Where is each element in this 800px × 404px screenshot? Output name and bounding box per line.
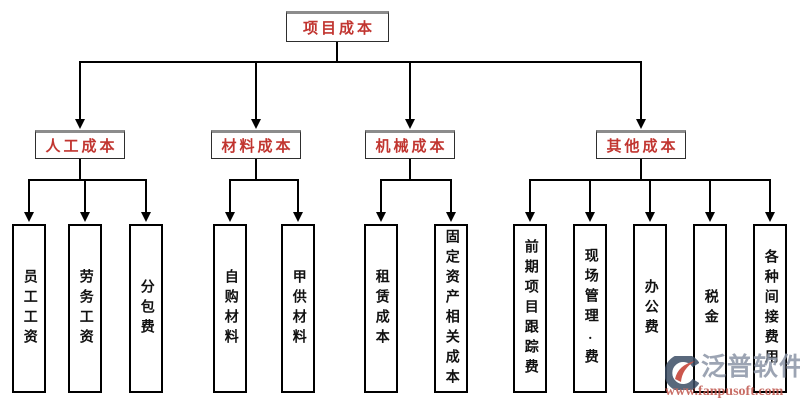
arrow-down-icon <box>24 212 34 222</box>
connector-line <box>381 179 452 181</box>
connector-line <box>409 61 411 119</box>
node-site-management-fee: 现场管理.费 <box>573 224 607 393</box>
connector-line <box>649 179 651 212</box>
connector-line <box>84 179 86 212</box>
arrow-down-icon <box>80 212 90 222</box>
arrow-down-icon <box>645 212 655 222</box>
connector-line <box>79 159 81 179</box>
node-labor-cost: 人工成本 <box>35 130 125 159</box>
node-material-cost: 材料成本 <box>211 130 301 159</box>
arrow-down-icon <box>405 119 415 129</box>
connector-line <box>255 61 257 119</box>
node-owner-supplied-materials: 甲供材料 <box>281 224 315 393</box>
node-label: 人工成本 <box>45 139 118 155</box>
node-label: 租赁成本 <box>373 268 389 349</box>
node-various-indirect-costs: 各种间接费用 <box>753 224 787 393</box>
node-labor-service-wages: 劳务工资 <box>68 224 102 393</box>
node-label: 前期项目跟踪费 <box>522 238 538 379</box>
arrow-down-icon <box>376 212 386 222</box>
node-other-cost: 其他成本 <box>596 130 686 159</box>
connector-line <box>409 159 411 179</box>
node-office-fee: 办公费 <box>633 224 667 393</box>
node-label: 项目成本 <box>302 21 375 37</box>
node-label: 分包费 <box>138 278 154 339</box>
node-subcontract-fee: 分包费 <box>129 224 163 393</box>
node-label: 固定资产相关成本 <box>443 228 459 389</box>
connector-line <box>450 179 452 212</box>
arrow-down-icon <box>293 212 303 222</box>
node-project-cost: 项目成本 <box>286 11 389 42</box>
connector-line <box>529 179 531 212</box>
connector-line <box>29 179 147 181</box>
node-label: 甲供材料 <box>290 268 306 349</box>
node-fixed-asset-related-cost: 固定资产相关成本 <box>434 224 468 393</box>
watermark-brand-text: 泛普软件 <box>701 353 800 381</box>
watermark: 泛普软件 www.fanpusoft.com <box>665 352 800 404</box>
node-preliminary-project-tracking-fee: 前期项目跟踪费 <box>513 224 547 393</box>
node-machinery-cost: 机械成本 <box>365 130 455 159</box>
node-label: 劳务工资 <box>77 268 93 349</box>
node-label: 自购材料 <box>222 268 238 349</box>
connector-line <box>79 61 642 63</box>
connector-line <box>640 159 642 179</box>
connector-line <box>769 179 771 212</box>
arrow-down-icon <box>141 212 151 222</box>
node-label: 员工工资 <box>21 268 37 349</box>
node-label: 机械成本 <box>375 139 448 155</box>
arrow-down-icon <box>585 212 595 222</box>
arrow-down-icon <box>525 212 535 222</box>
arrow-down-icon <box>636 119 646 129</box>
connector-line <box>640 61 642 119</box>
connector-line <box>297 179 299 212</box>
arrow-down-icon <box>765 212 775 222</box>
connector-line <box>229 179 231 212</box>
node-label: 办公费 <box>642 278 658 339</box>
node-label: 材料成本 <box>221 139 294 155</box>
watermark-url-text: www.fanpusoft.com <box>665 384 784 399</box>
connector-line <box>230 179 299 181</box>
node-employee-wages: 员工工资 <box>12 224 46 393</box>
node-tax: 税金 <box>693 224 727 393</box>
connector-line <box>709 179 711 212</box>
connector-line <box>79 61 81 119</box>
node-label: 税金 <box>702 288 718 329</box>
connector-line <box>380 179 382 212</box>
connector-line <box>336 42 338 61</box>
node-label: 现场管理.费 <box>582 248 598 369</box>
arrow-down-icon <box>225 212 235 222</box>
node-label: 各种间接费用 <box>762 248 778 369</box>
connector-line <box>255 159 257 179</box>
arrow-down-icon <box>446 212 456 222</box>
arrow-down-icon <box>75 119 85 129</box>
node-rental-cost: 租赁成本 <box>364 224 398 393</box>
node-label: 其他成本 <box>606 139 679 155</box>
arrow-down-icon <box>251 119 261 129</box>
fanpusoft-logo-icon <box>665 356 699 390</box>
connector-line <box>145 179 147 212</box>
arrow-down-icon <box>705 212 715 222</box>
connector-line <box>28 179 30 212</box>
connector-line <box>589 179 591 212</box>
node-self-purchased-materials: 自购材料 <box>213 224 247 393</box>
